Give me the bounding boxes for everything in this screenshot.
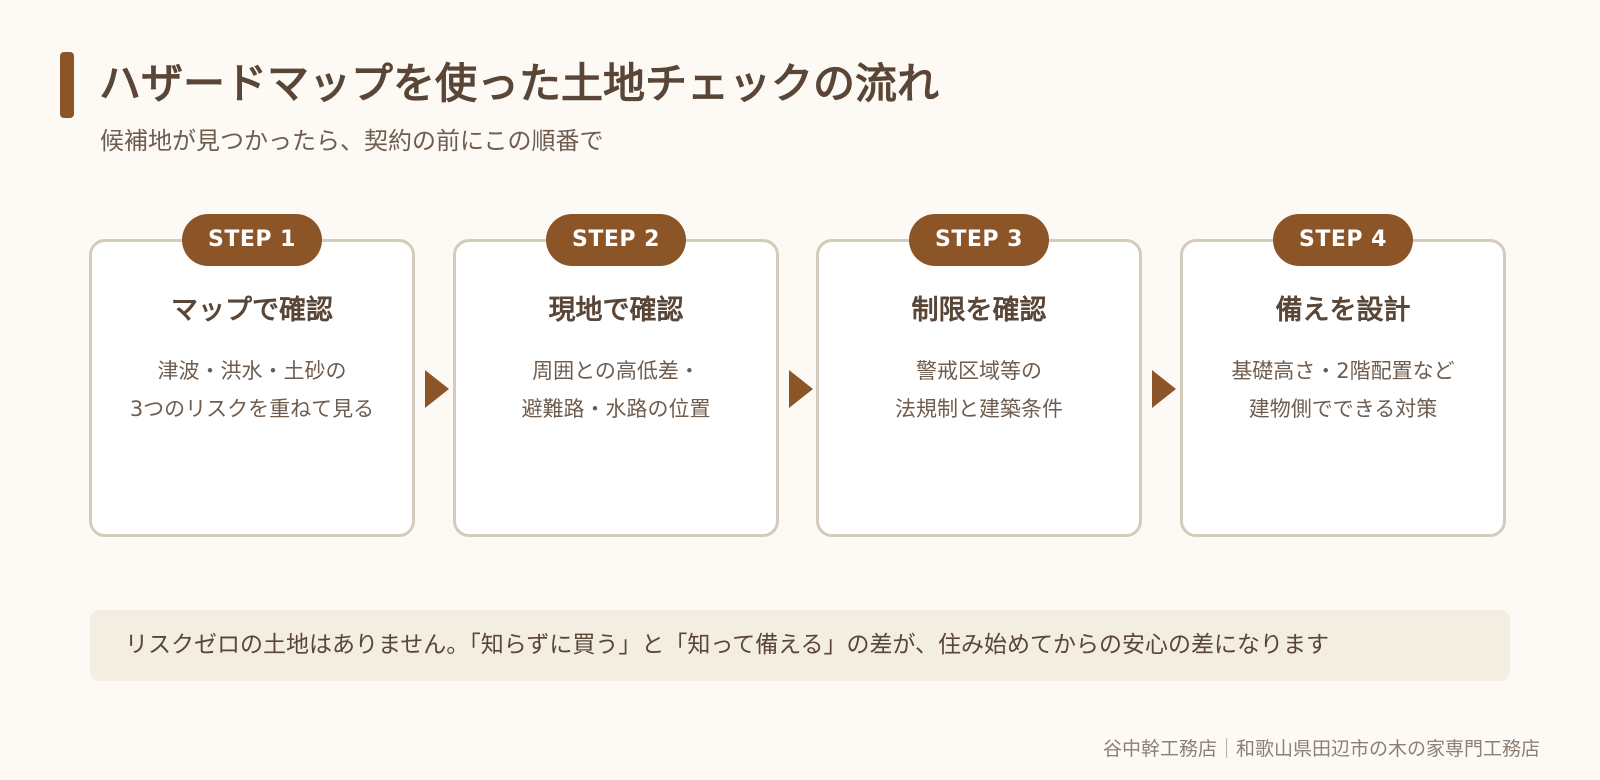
step-badge-4: STEP 4 (1273, 214, 1413, 266)
step-card-1: STEP 1 マップで確認 津波・洪水・土砂の 3つのリスクを重ねて見る (89, 214, 415, 537)
step-description-3: 警戒区域等の 法規制と建築条件 (829, 352, 1129, 428)
page-subtitle: 候補地が見つかったら、契約の前にこの順番で (100, 127, 604, 155)
step-badge-3: STEP 3 (909, 214, 1049, 266)
step-heading-2: 現地で確認 (548, 295, 684, 326)
step-description-line: 基礎高さ・2階配置など (1231, 359, 1455, 383)
footer-tagline: 和歌山県田辺市の木の家専門工務店 (1235, 738, 1540, 760)
page-title: ハザードマップを使った土地チェックの流れ (99, 59, 940, 108)
step-card-2: STEP 2 現地で確認 周囲との高低差・ 避難路・水路の位置 (453, 214, 779, 537)
step-description-2: 周囲との高低差・ 避難路・水路の位置 (466, 352, 766, 428)
step-badge-1: STEP 1 (182, 214, 322, 266)
step-flow: STEP 1 マップで確認 津波・洪水・土砂の 3つのリスクを重ねて見る STE… (89, 214, 1506, 537)
step-description-line: 3つのリスクを重ねて見る (129, 397, 375, 421)
footer-company: 谷中幹工務店 (1102, 738, 1217, 760)
summary-note: リスクゼロの土地はありません。「知らずに買う」と「知って備える」の差が、住み始め… (90, 610, 1510, 681)
step-heading-1: マップで確認 (171, 295, 333, 326)
step-description-line: 避難路・水路の位置 (521, 397, 711, 421)
arrow-right-icon (425, 370, 449, 408)
footer: 谷中幹工務店和歌山県田辺市の木の家専門工務店 (1103, 735, 1540, 763)
step-description-line: 周囲との高低差・ (532, 359, 700, 383)
step-description-4: 基礎高さ・2階配置など 建物側でできる対策 (1193, 352, 1493, 428)
step-description-line: 警戒区域等の (916, 359, 1042, 383)
arrow-right-icon (1152, 370, 1176, 408)
step-heading-4: 備えを設計 (1275, 295, 1411, 326)
step-heading-3: 制限を確認 (911, 295, 1047, 326)
title-accent-bar (60, 52, 74, 118)
step-card-3: STEP 3 制限を確認 警戒区域等の 法規制と建築条件 (816, 214, 1142, 537)
step-badge-2: STEP 2 (546, 214, 686, 266)
step-description-line: 建物側でできる対策 (1248, 397, 1438, 421)
arrow-right-icon (789, 370, 813, 408)
step-description-line: 津波・洪水・土砂の (157, 359, 347, 383)
step-description-line: 法規制と建築条件 (895, 397, 1063, 421)
step-card-4: STEP 4 備えを設計 基礎高さ・2階配置など 建物側でできる対策 (1180, 214, 1506, 537)
footer-separator (1225, 738, 1227, 758)
step-description-1: 津波・洪水・土砂の 3つのリスクを重ねて見る (102, 352, 402, 428)
